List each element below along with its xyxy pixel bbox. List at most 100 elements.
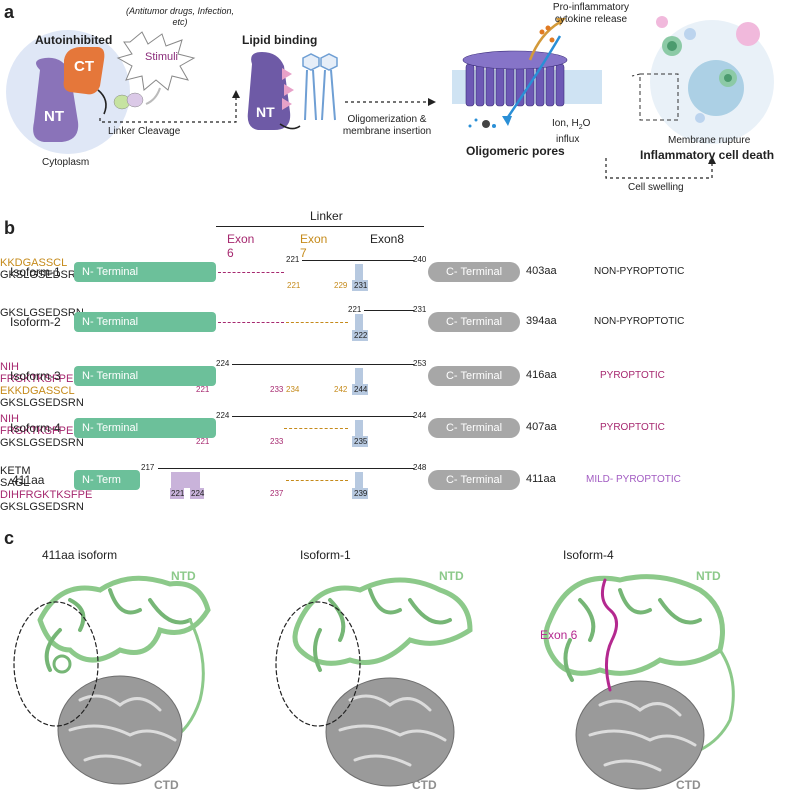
exon7-seq: KKDGASSCL [0,257,68,269]
ntd-label-2: NTD [439,569,464,583]
span-line [158,468,414,469]
pore-barrels [465,57,565,107]
panel-a-label: a [4,2,15,22]
span-end: 248 [413,463,427,472]
structure-title-isoform1: Isoform-1 [300,548,351,562]
isoform-name: Isoform-4 [10,421,61,435]
span-line [232,416,414,417]
panel-b-label: b [4,218,15,238]
num-c: 234 [286,385,300,394]
isoform-length: 411aa [526,473,556,485]
isoform-row-4: Isoform-4 N- Terminal NIH 224 244 FRGKTK… [0,411,800,453]
num-b: 224 [191,489,205,498]
c-terminal-block: C- Terminal [428,312,520,332]
linker-cleavage-label: Linker Cleavage [108,126,181,137]
cytoplasm-label: Cytoplasm [42,157,90,168]
nih-seq: NIH [0,361,19,373]
exon7-gap [286,480,348,481]
isoform-row-411aa: 411aa N- Term 217 248 KETM SAGL DIHFRGKT… [0,463,800,513]
span-start: 221 [348,305,362,314]
oligomerization-label: Oligomerization & membrane insertion [342,114,432,137]
exon6-gap [218,272,284,273]
lipid-nt-shape [247,52,291,130]
n-terminal-block: N- Terminal [74,312,216,332]
lipid-nt-label: NT [256,104,275,120]
sagl-highlight [171,472,200,488]
structure-411aa [13,575,211,785]
structure-isoform1 [275,577,473,787]
c-terminal-block: C- Terminal [428,470,520,490]
sagl-seq: SAGL [0,477,30,489]
ctd-label-1: CTD [154,778,179,792]
oligomeric-pores-label: Oligomeric pores [466,144,565,158]
span-line [364,310,414,311]
isoform-status: MILD- PYROPTOTIC [586,474,681,485]
ion-influx-label: Ion, H2O influx [552,118,591,145]
num-a: 221 [196,385,210,394]
span-line [232,364,414,365]
ctd-label-3: CTD [676,778,701,792]
span-start: 224 [216,359,230,368]
num-a: 221 [287,281,301,290]
autoinhibited-label: Autoinhibited [35,33,113,47]
structure-title-411aa: 411aa isoform [42,548,118,562]
exon8-header: Exon8 [370,232,405,246]
gk-highlight [355,368,363,384]
gk-seq: GKSLGSEDSRN [0,307,84,319]
gk-highlight [355,314,363,330]
c-terminal-block: C- Terminal [428,366,520,386]
gk-num: 235 [354,437,368,446]
exon6-seq: FRGKTKSFPE [0,425,74,437]
gk-highlight [355,420,363,436]
gk-highlight [355,264,363,280]
isoform-status: NON-PYROPTOTIC [594,316,685,327]
num-b: 233 [270,437,284,446]
isoform-row-3: Isoform-3 N- Terminal NIH 224 253 FRGKTK… [0,359,800,409]
exon7-seq: EKKDGASSCL [0,385,75,397]
ct-domain-shape [63,47,105,95]
gk-highlight [355,472,363,488]
span-start: 224 [216,411,230,420]
num-a: 221 [196,437,210,446]
structure-isoform4 [543,574,735,790]
gk-seq: GKSLGSEDSRN [0,269,84,281]
gk-seq: GKSLGSEDSRN [0,501,84,513]
cytokine-label: Pro-inflammatory cytokine release [552,2,630,25]
panel-a-graphic [6,16,774,179]
ntd-label-3: NTD [696,569,721,583]
span-start: 217 [141,463,155,472]
n-terminal-block: N- Terminal [74,262,216,282]
ntd-label-1: NTD [171,569,196,583]
c-terminal-block: C- Terminal [428,262,520,282]
nt-label: NT [44,108,64,125]
membrane-rupture-label: Membrane rupture [668,135,751,146]
n-terminal-block: N- Terminal [74,366,216,386]
num-b: 229 [334,281,348,290]
cell-death-label: Inflammatory cell death [640,148,775,162]
num-d: 242 [334,385,348,394]
isoform-name: Isoform-3 [10,369,61,383]
exon7-header: Exon 7 [300,232,328,260]
isoform-status: NON-PYROPTOTIC [594,266,685,277]
exon6-structure-label: Exon 6 [540,628,578,642]
gk-num: 244 [354,385,368,394]
gk-num: 231 [354,281,368,290]
ct-label: CT [74,58,94,75]
exon6-loop [600,578,618,692]
isoform-name: Isoform-1 [10,265,61,279]
structure-title-isoform4: Isoform-4 [563,548,614,562]
gk-num: 239 [354,489,368,498]
exon6-seq: DIHFRGKTKSFPE [0,489,93,501]
c-terminal-block: C- Terminal [428,418,520,438]
isoform-length: 394aa [526,315,557,327]
num-c: 237 [270,489,284,498]
isoform-length: 416aa [526,369,557,381]
isoform-row-1: Isoform-1 N- Terminal 221 240 KKDGASSCL … [0,255,800,297]
linker-line [216,226,424,227]
protein-structures [13,574,735,790]
n-terminal-block: N- Terminal [74,418,216,438]
isoform-status: PYROPTOTIC [600,422,665,433]
exon6-header: Exon 6 [227,232,255,260]
gk-seq: GKSLGSEDSRN [0,397,84,409]
isoform-name: Isoform-2 [10,315,61,329]
